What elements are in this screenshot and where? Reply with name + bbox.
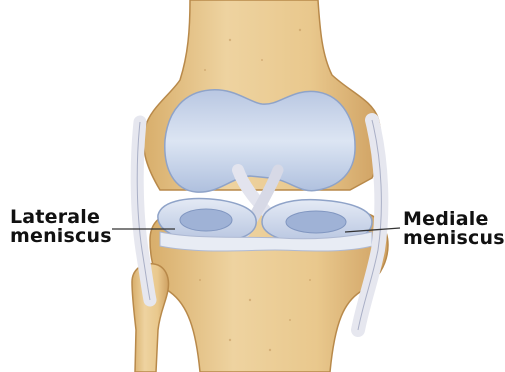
- lateral-meniscus-label: Laterale meniscus: [10, 208, 112, 246]
- lateral-label-line2: meniscus: [10, 227, 112, 246]
- medial-label-line2: meniscus: [403, 229, 505, 248]
- femoral-cartilage: [165, 90, 355, 192]
- medial-meniscus-label: Mediale meniscus: [403, 210, 505, 248]
